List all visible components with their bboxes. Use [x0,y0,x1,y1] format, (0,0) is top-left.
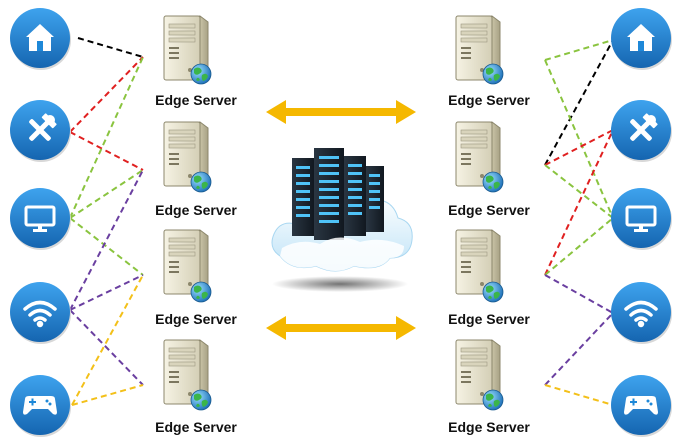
globe-icon [482,389,504,411]
tools-icon [29,113,57,141]
link-gamepad-server3 [71,274,144,406]
home-icon [26,24,54,51]
link-server2-tools [544,129,614,166]
link-server3-wifi [544,274,614,314]
link-server1-home [544,39,614,61]
wifi-icon [23,300,57,328]
globe-icon [190,281,212,303]
link-server3-tools [544,129,614,276]
double-arrow-top [266,100,416,124]
globe-icon [482,171,504,193]
edge-server-label: Edge Server [448,202,530,218]
globe-icon [482,281,504,303]
server-rack-icon [292,148,384,240]
edge-server-left-1: Edge Server [155,15,237,108]
link-server4-wifi [544,312,614,386]
monitor-icon [625,205,657,232]
right-connection-lines [544,39,614,406]
device-wifi-left [10,282,71,344]
edge-server-left-2: Edge Server [155,121,237,218]
cloud-datacenter-icon [271,148,413,292]
link-gamepad-server4 [71,384,144,406]
edge-server-label: Edge Server [448,92,530,108]
tools-icon [630,113,658,141]
edge-server-label: Edge Server [155,92,237,108]
home-icon [627,24,655,51]
monitor-icon [24,205,56,232]
edge-server-label: Edge Server [448,311,530,327]
edge-server-label: Edge Server [448,419,530,435]
link-wifi-server3 [69,274,144,311]
link-home-server1 [77,37,144,58]
edge-server-label: Edge Server [155,419,237,435]
globe-icon [190,171,212,193]
globe-icon [190,389,212,411]
edge-server-right-2: Edge Server [448,121,530,218]
device-wifi-right [611,282,672,344]
edge-server-right-1: Edge Server [448,15,530,108]
edge-server-left-4: Edge Server [155,339,237,435]
gamepad-icon [624,396,658,415]
device-tools-right [611,100,672,162]
device-gamepad-right [611,375,672,437]
globe-icon [482,63,504,85]
link-server3-monitor [544,217,614,276]
link-wifi-server4 [69,309,144,386]
link-wifi-server2 [69,169,144,311]
device-monitor-left [10,188,71,250]
device-gamepad-left [10,375,71,437]
edge-server-right-4: Edge Server [448,339,530,435]
left-connection-lines [69,37,144,406]
link-server2-monitor [544,164,614,219]
device-tools-left [10,100,71,162]
edge-server-label: Edge Server [155,311,237,327]
edge-server-label: Edge Server [155,202,237,218]
edge-server-left-3: Edge Server [155,229,237,327]
double-arrow-bottom [266,316,416,340]
device-home-right [611,8,672,70]
globe-icon [190,63,212,85]
link-tools-server2 [69,131,144,171]
link-server1-monitor [544,59,614,219]
gamepad-icon [23,396,57,415]
edge-server-right-3: Edge Server [448,229,530,327]
link-monitor-server3 [69,217,144,276]
device-monitor-right [611,188,672,250]
wifi-icon [624,300,658,328]
link-tools-server1 [69,56,144,133]
link-server2-home [544,39,614,166]
link-server4-gamepad [544,384,614,406]
link-monitor-server2 [69,169,144,219]
device-home-left [10,8,71,70]
